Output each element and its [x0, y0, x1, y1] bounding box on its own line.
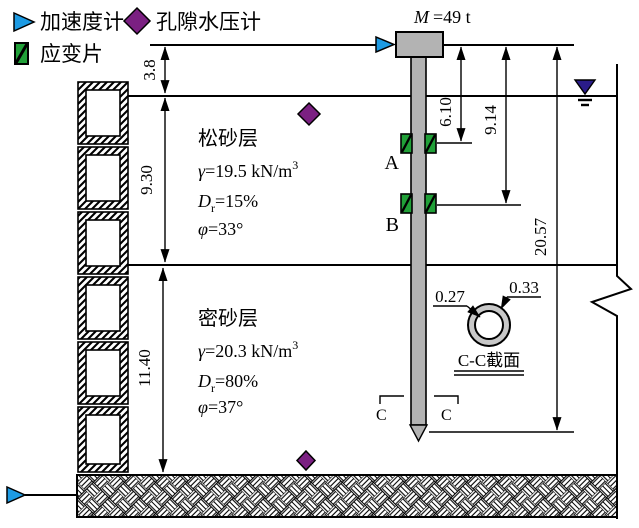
svg-text:9.14: 9.14 — [481, 105, 500, 135]
laminar-frame — [77, 276, 129, 340]
pile-section-inner-circle — [474, 310, 504, 340]
strain-gauge-icon — [14, 42, 29, 65]
svg-text:6.10: 6.10 — [436, 97, 455, 127]
legend-strain-gauge-label: 应变片 — [40, 42, 103, 66]
legend-pore-pressure-label: 孔隙水压计 — [156, 10, 261, 34]
dimension-cap-to-ground: 3.8 — [140, 46, 170, 94]
loose-sand-friction-angle: φ=33° — [198, 219, 243, 239]
laminar-frame — [77, 81, 129, 145]
base-accelerometer-icon — [6, 485, 27, 505]
svg-text:20.57: 20.57 — [531, 217, 550, 256]
legend-accelerometer-label: 加速度计 — [40, 10, 124, 34]
dimension-gauge-a-depth: 6.10 — [436, 46, 466, 142]
loose-sand-relative-density: Dr=15% — [197, 191, 258, 215]
pile-cap-mass — [395, 31, 444, 58]
section-mark-right: C — [441, 407, 452, 424]
svg-text:3.8: 3.8 — [140, 59, 159, 80]
section-cut-marks: C C — [376, 395, 459, 424]
loose-sand-unit-weight: γ=19.5 kN/m3 — [198, 158, 298, 181]
dimension-gauge-b-depth: 9.14 — [481, 46, 511, 204]
legend: 加速度计 孔隙水压计 应变片 — [13, 6, 261, 66]
section-mark-left: C — [376, 407, 387, 424]
strain-gauge-pair-a — [400, 133, 437, 154]
dense-sand-unit-weight: γ=20.3 kN/m3 — [198, 338, 298, 361]
dense-sand-name: 密砂层 — [198, 307, 258, 330]
section-title: C-C截面 — [458, 351, 520, 370]
gauge-b-label: B — [386, 214, 399, 236]
gauge-a-label: A — [385, 152, 400, 174]
inner-diameter-label: 0.27 — [435, 287, 465, 306]
loose-sand-name: 松砂层 — [198, 127, 258, 150]
laminar-shear-box — [77, 81, 129, 473]
right-boundary-with-break — [589, 64, 633, 519]
dense-sand-layer-label: 密砂层 γ=20.3 kN/m3 Dr=80% φ=37° — [197, 307, 298, 417]
laminar-frame — [77, 211, 129, 275]
laminar-frame — [77, 406, 129, 473]
svg-text:11.40: 11.40 — [135, 349, 154, 387]
outer-diameter-label: 0.33 — [509, 278, 539, 297]
pore-pressure-gauge-icon — [122, 6, 152, 36]
svg-text:9.30: 9.30 — [137, 165, 156, 195]
dimension-loose-layer: 9.30 — [137, 97, 170, 263]
pile-shaft — [410, 55, 427, 426]
pile — [375, 31, 444, 443]
loose-sand-layer-label: 松砂层 γ=19.5 kN/m3 Dr=15% φ=33° — [197, 127, 298, 239]
mass-label: M=49 t — [413, 7, 471, 27]
dense-sand-friction-angle: φ=37° — [198, 397, 243, 417]
laminar-frame — [77, 341, 129, 405]
laminar-frame — [77, 146, 129, 210]
water-table-symbol — [573, 79, 597, 107]
dimension-dense-layer: 11.40 — [135, 267, 168, 473]
pore-pressure-gauge-upper — [296, 101, 322, 127]
section-detail: 0.27 0.33 C-C截面 — [433, 278, 541, 376]
cap-accelerometer-icon — [375, 35, 396, 54]
pile-tip — [408, 424, 429, 443]
strain-gauge-pair-b — [400, 193, 437, 214]
pore-pressure-gauge-lower — [295, 449, 317, 472]
accelerometer-icon — [13, 11, 36, 33]
dimension-pile-embedment: 20.57 — [531, 46, 562, 431]
dense-sand-relative-density: Dr=80% — [197, 371, 258, 395]
shaking-table-base — [76, 474, 618, 518]
